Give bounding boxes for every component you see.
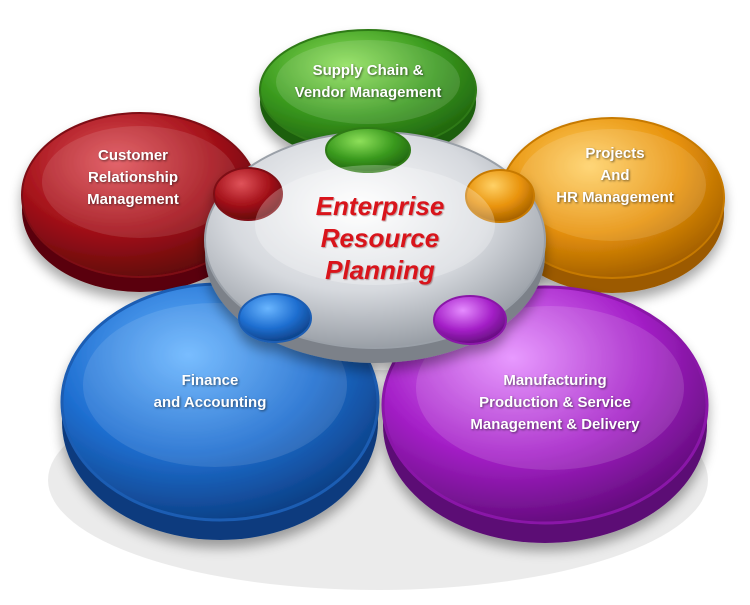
erp-title-line3: Planning <box>325 255 435 285</box>
supply-chain-label-line2: Vendor Management <box>294 84 442 101</box>
erp-title: Enterprise Resource Planning <box>280 190 480 286</box>
manufacturing-label: Manufacturing Production & Service Manag… <box>450 370 660 436</box>
erp-title-line2: Resource <box>320 223 440 253</box>
projects-hr-label-line1: Projects <box>585 145 645 162</box>
supply-chain-label-line1: Supply Chain & <box>312 62 424 79</box>
manufacturing-petal[interactable] <box>381 285 709 543</box>
crm-label-line2: Relationship <box>87 169 178 186</box>
finance-label: Finance and Accounting <box>130 370 290 414</box>
crm-label-line3: Management <box>87 191 179 208</box>
crm-label-line1: Customer <box>97 147 168 164</box>
manufacturing-label-line3: Management & Delivery <box>470 416 640 433</box>
supply-chain-label: Supply Chain & Vendor Management <box>268 60 468 104</box>
finance-label-line1: Finance <box>181 372 239 389</box>
erp-title-line1: Enterprise <box>315 191 445 221</box>
manufacturing-label-line2: Production & Service <box>479 394 631 411</box>
projects-hr-label-line3: HR Management <box>556 189 674 206</box>
erp-center-piece[interactable] <box>204 127 546 363</box>
crm-label: Customer Relationship Management <box>68 145 198 211</box>
projects-hr-label: Projects And HR Management <box>545 143 685 209</box>
finance-label-line2: and Accounting <box>153 394 267 411</box>
projects-hr-label-line2: And <box>600 167 630 184</box>
projects-hr-petal[interactable] <box>499 117 725 293</box>
manufacturing-label-line1: Manufacturing <box>503 372 607 389</box>
crm-petal[interactable] <box>21 112 259 292</box>
supply-chain-petal[interactable] <box>259 29 477 162</box>
